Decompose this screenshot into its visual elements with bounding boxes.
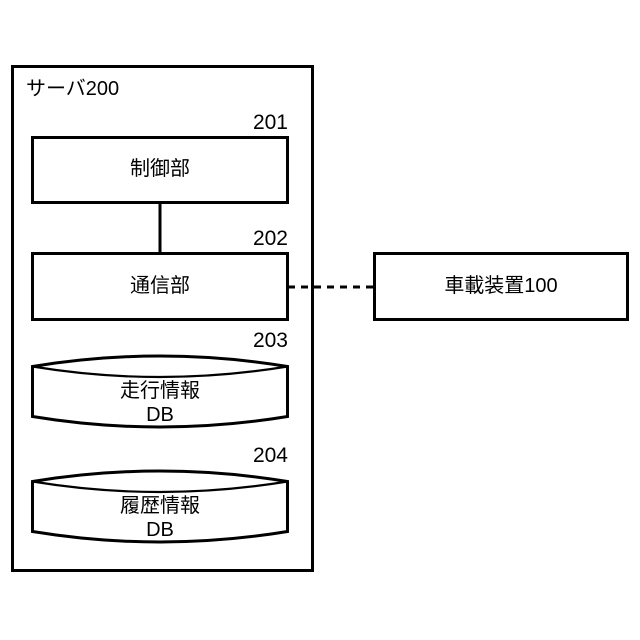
travel-info-db-label-line1: 走行情報: [120, 380, 200, 402]
travel-info-db-label-line2: DB: [146, 403, 174, 426]
reference-numeral-204: 204: [252, 444, 288, 467]
vehicle-device-label: 車載装置100: [444, 275, 558, 297]
server-enclosure-box: [11, 65, 314, 572]
reference-numeral-202: 202: [252, 227, 288, 250]
control-unit-label: 制御部: [130, 158, 190, 180]
reference-numeral-201: 201: [252, 111, 288, 134]
travel-info-db-cylinder: [31, 354, 289, 429]
reference-numeral-203: 203: [252, 329, 288, 352]
communication-unit-label: 通信部: [130, 275, 190, 297]
history-info-db-cylinder: [31, 469, 289, 544]
vehicle-device-box: [373, 252, 629, 321]
history-info-db-label-line2: DB: [146, 518, 174, 541]
communication-unit-box: [31, 252, 289, 321]
server-title: サーバ200: [26, 78, 120, 100]
history-info-db-label-line1: 履歴情報: [120, 495, 200, 517]
